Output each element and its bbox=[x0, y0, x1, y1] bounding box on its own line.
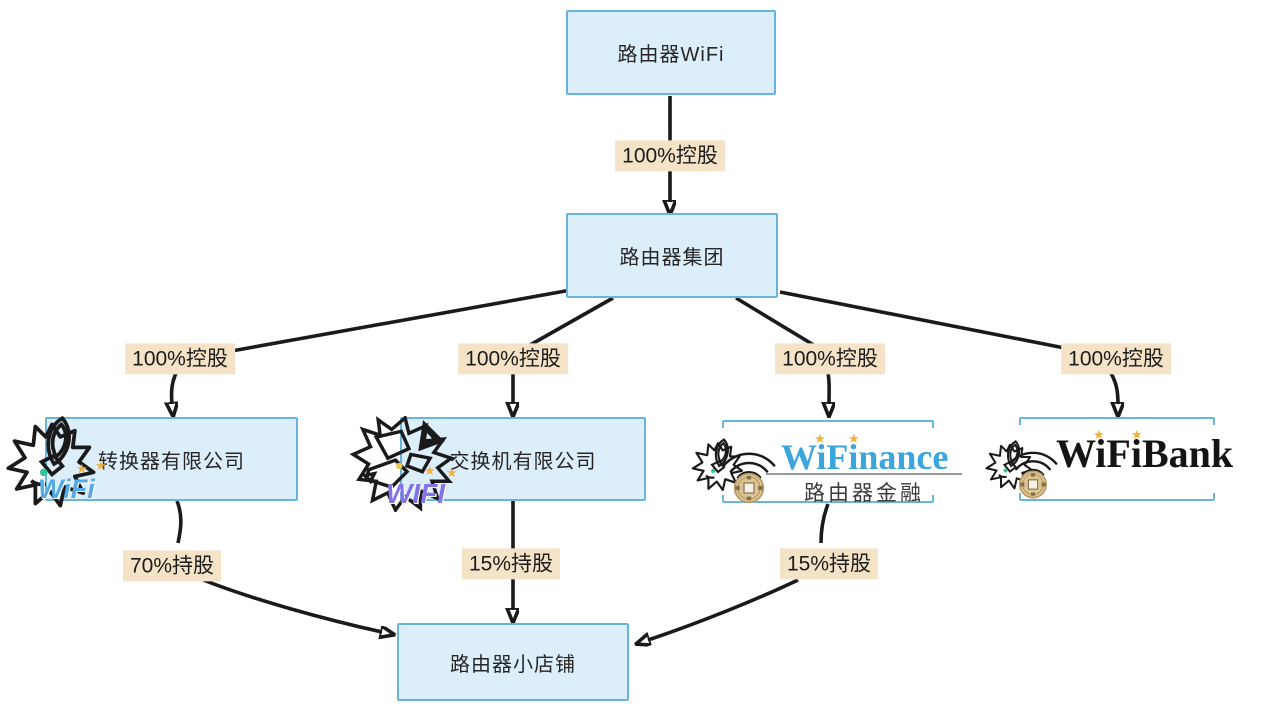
switch-logo-text: WIFI bbox=[386, 478, 446, 509]
node-router-wifi: 路由器WiFi bbox=[566, 10, 776, 95]
edge-group-to-wifibank-b bbox=[1107, 369, 1118, 404]
edge-label-wifinance-shop: 15%持股 bbox=[779, 548, 879, 580]
star-icon: ★ bbox=[76, 461, 88, 476]
wifibank-brand-text: WiFiBank bbox=[1056, 431, 1234, 476]
node-switch-co-label: 交换机有限公司 bbox=[449, 450, 597, 473]
edge-group-to-switch-a bbox=[522, 296, 614, 351]
edge-label-group-wifinance: 100%控股 bbox=[775, 343, 885, 375]
converter-logo-text: WiFi bbox=[38, 474, 95, 504]
edge-group-to-converter-a bbox=[225, 288, 572, 354]
star-icon: ★ bbox=[1131, 427, 1143, 442]
edge-label-switch-shop: 15%持股 bbox=[461, 548, 561, 580]
wifinance-sub-label: 路由器金融 bbox=[804, 481, 924, 505]
edge-label-group-converter: 100%控股 bbox=[125, 343, 235, 375]
wifinance-brand-text: WiFinance bbox=[781, 437, 949, 477]
edge-converter-to-shop-a bbox=[175, 500, 183, 544]
node-router-wifi-label: 路由器WiFi bbox=[617, 44, 725, 66]
node-switch-co: 交换机有限公司 bbox=[400, 417, 646, 501]
edge-wifinance-to-shop-a bbox=[819, 503, 830, 544]
edge-wifinance-to-shop-b bbox=[648, 578, 799, 640]
edge-group-to-wifinance-a bbox=[735, 296, 823, 352]
star-icon: ★ bbox=[424, 463, 436, 478]
node-shop: 路由器小店铺 bbox=[397, 623, 629, 701]
star-icon: ★ bbox=[446, 465, 458, 480]
star-icon: ★ bbox=[95, 458, 107, 473]
wifinance-divider bbox=[766, 473, 962, 475]
star-icon: ★ bbox=[1093, 427, 1105, 442]
edge-group-to-wifibank-a bbox=[779, 290, 1101, 357]
node-shop-label: 路由器小店铺 bbox=[450, 653, 576, 676]
wifinance-logo-plate bbox=[688, 428, 964, 495]
edge-label-group-switch: 100%控股 bbox=[458, 343, 568, 375]
edge-converter-to-shop-b bbox=[195, 575, 382, 632]
edge-label-wifi-group: 100%控股 bbox=[615, 140, 725, 172]
node-router-group: 路由器集团 bbox=[566, 213, 778, 298]
node-router-group-label: 路由器集团 bbox=[619, 247, 725, 269]
star-icon: ★ bbox=[848, 431, 860, 446]
edge-label-group-wifibank: 100%控股 bbox=[1061, 343, 1171, 375]
star-icon: ★ bbox=[814, 431, 826, 446]
edge-label-converter-shop: 70%持股 bbox=[122, 550, 222, 582]
node-converter-co-label: 转换器有限公司 bbox=[98, 450, 245, 473]
node-converter-co: 转换器有限公司 bbox=[45, 417, 298, 501]
